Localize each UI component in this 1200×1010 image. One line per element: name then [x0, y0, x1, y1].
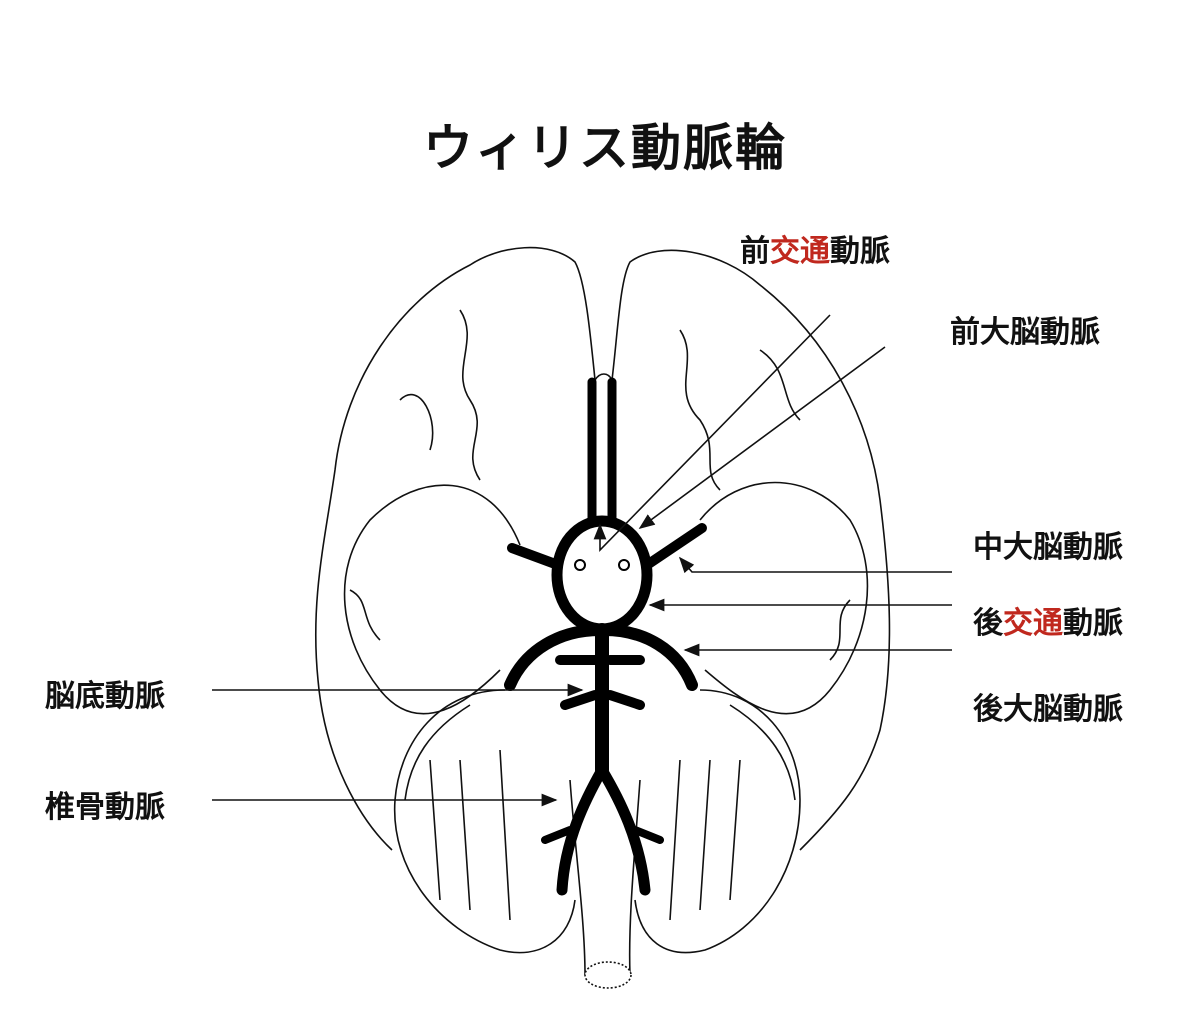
brain-outline: [314, 246, 891, 989]
label-vertebral-artery: 椎骨動脈: [45, 790, 165, 825]
label-text: 後: [973, 606, 1003, 641]
diagram-title: ウィリス動脈輪: [423, 119, 787, 177]
label-text: 動脈: [1063, 606, 1123, 641]
label-highlight: 交通: [1003, 606, 1063, 641]
leader-lines: [212, 314, 952, 807]
label-posterior-cerebral-artery: 後大脳動脈: [973, 692, 1123, 727]
label-anterior-communicating-artery: 前交通動脈: [740, 226, 890, 270]
arteries: [504, 377, 707, 896]
label-posterior-communicating-artery: 後交通動脈: [973, 598, 1123, 642]
label-anterior-cerebral-artery: 前大脳動脈: [950, 315, 1100, 350]
label-basilar-artery: 脳底動脈: [45, 679, 165, 714]
label-highlight: 交通: [770, 234, 830, 269]
label-text: 前: [740, 234, 770, 269]
label-text: 動脈: [830, 234, 890, 269]
label-middle-cerebral-artery: 中大脳動脈: [973, 530, 1123, 565]
